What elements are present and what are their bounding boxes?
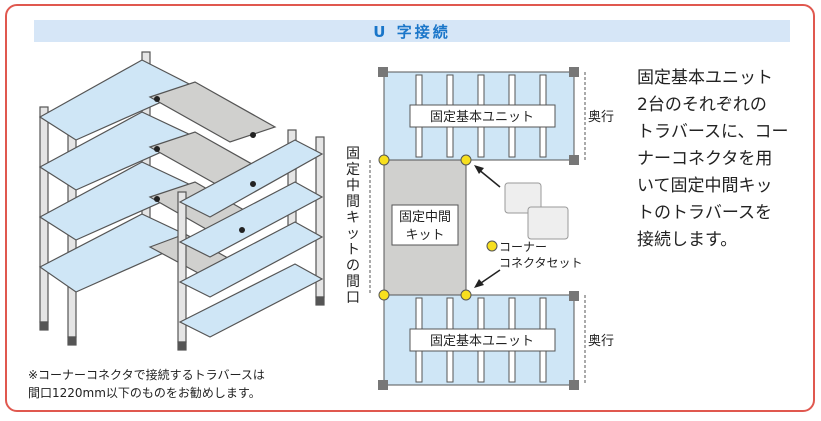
desc-line-4: ナーコネクタを用 [637,149,773,169]
depth-top-label: 奥行 [588,110,614,125]
desc-line-7: 接続します。 [637,230,738,250]
mid-kit-label-2: キット [405,228,444,243]
unit-top-label: 固定基本ユニット [430,110,534,125]
plan-diagram: 固定基本ユニット 固定中間 キット 固定基本ユニット 奥行 奥行 コーナー コネ… [369,67,614,390]
desc-line-5: いて固定中間キッ [637,176,773,196]
note-line-2: 間口1220mm以下のものをお勧めします。 [28,386,261,400]
desc-line-1: 固定基本ユニット [637,68,773,88]
desc-line-3: トラバースに、コー [637,122,789,142]
connector-label-2: コネクタセット [499,256,583,270]
mid-kit-label-1: 固定中間 [399,210,451,225]
title: U 字接続 [373,22,451,41]
title-bar: U 字接続 [34,20,790,42]
connector-label-1: コーナー [499,240,547,254]
desc-line-6: トのトラバースを [637,203,772,223]
unit-bottom-label: 固定基本ユニット [430,334,534,349]
opening-label: 固定中間キットの間口 [346,146,360,306]
note-line-1: ※コーナーコネクタで接続するトラバースは [28,368,265,382]
shelving-illustration [38,51,325,351]
depth-bottom-label: 奥行 [588,334,614,349]
desc-line-2: 2台のそれぞれの [637,95,767,115]
